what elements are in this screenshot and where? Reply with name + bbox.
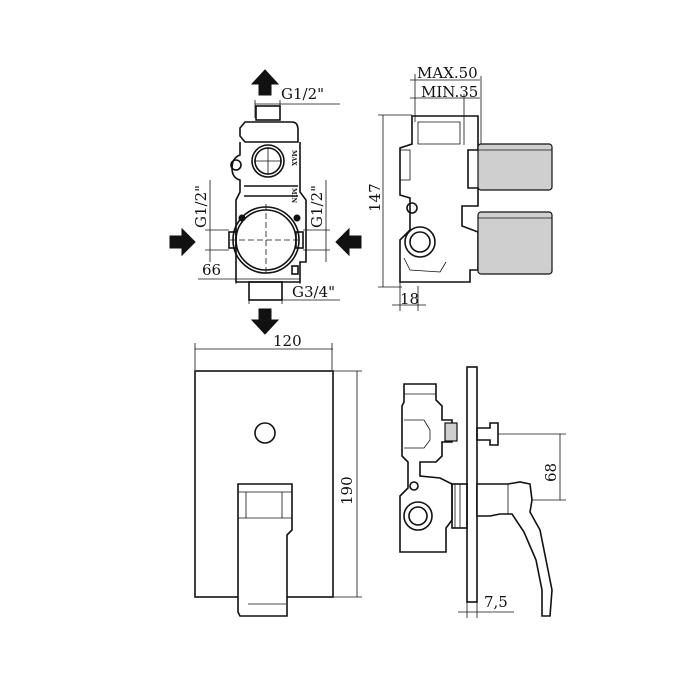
outlet-bottom-thread-label: G3/4" <box>292 283 335 301</box>
inlet-right-thread-label: G1/2" <box>308 185 326 228</box>
dim-7-5-label: 7,5 <box>484 593 508 611</box>
marking-min: MIN <box>290 188 297 203</box>
outlet-top-thread-label: G1/2" <box>281 85 324 103</box>
marking-max: MAX <box>290 150 297 166</box>
outlet-down-arrow-icon <box>250 308 280 335</box>
valve-body-front-view: G1/2" MAX MIN <box>169 69 362 335</box>
dim-max-label: MAX.50 <box>417 64 478 82</box>
outlet-up-arrow-icon <box>250 69 280 96</box>
dim-120-label: 120 <box>273 332 302 350</box>
dim-147-label: 147 <box>366 183 384 212</box>
dim-68-label: 68 <box>542 463 560 482</box>
inlet-right-arrow-icon <box>335 227 362 257</box>
inlet-left-thread-label: G1/2" <box>192 185 210 228</box>
dim-18-label: 18 <box>400 290 419 308</box>
dim-min-label: MIN.35 <box>421 83 478 101</box>
valve-body-side-view: MAX.50 MIN.35 147 18 <box>366 64 553 311</box>
plate-front-view: 120 190 <box>194 332 362 617</box>
installed-side-view: 68 7,5 <box>399 366 566 618</box>
dim-190-label: 190 <box>338 476 356 505</box>
inlet-left-arrow-icon <box>169 227 196 257</box>
dim-66-label: 66 <box>202 261 221 279</box>
